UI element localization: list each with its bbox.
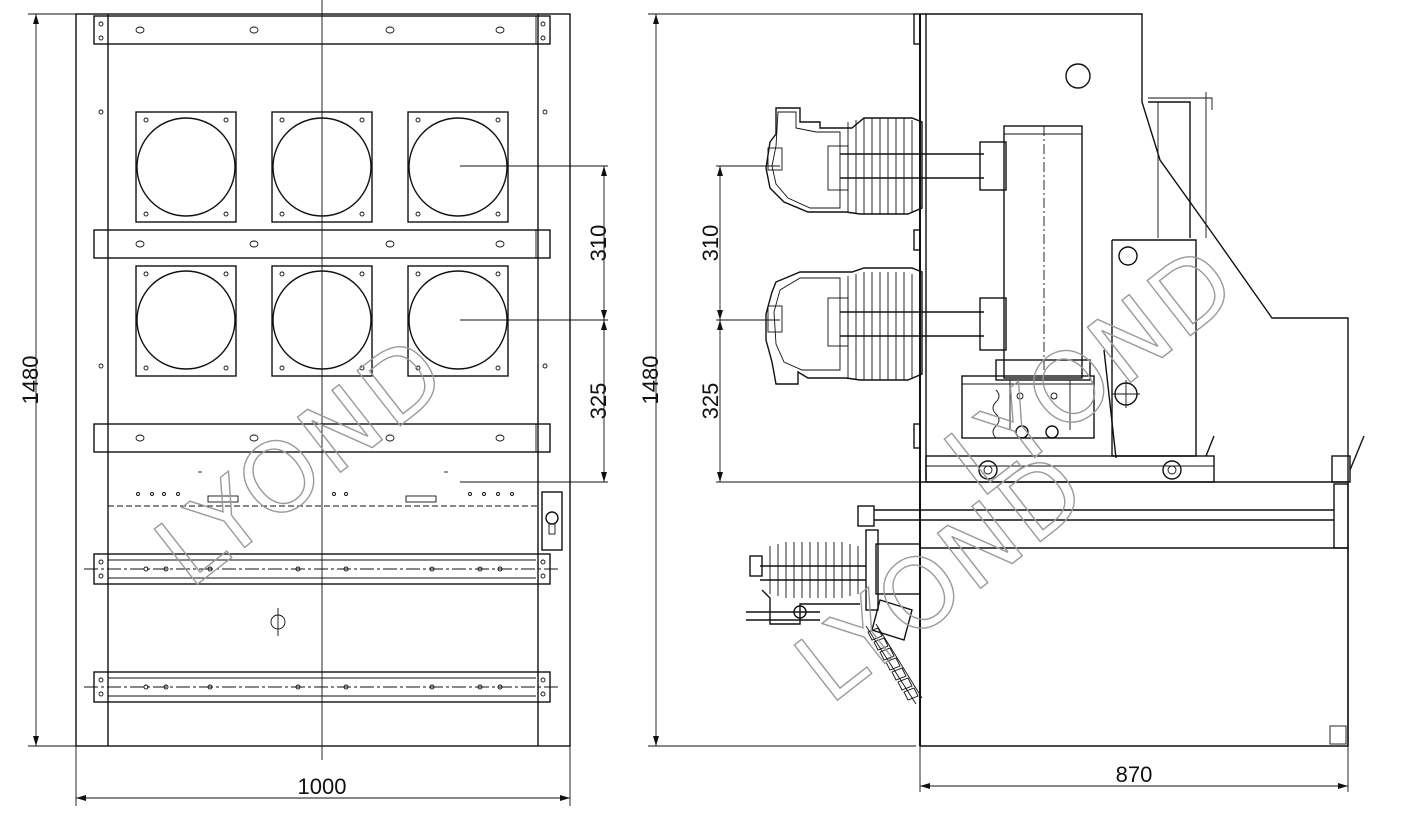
front-dim-1480: 1480 [18, 356, 43, 405]
earthing-switch [746, 529, 923, 705]
side-dim-310: 310 [698, 225, 723, 262]
side-dim-870: 870 [1116, 762, 1153, 787]
top-mounting-bar [93, 15, 551, 45]
front-vertical-dims: 310 325 [586, 166, 611, 482]
rail-lower [84, 671, 560, 703]
rail-upper [84, 553, 560, 585]
middle-mounting-bar [93, 229, 551, 259]
front-height-dim: 1480 [18, 13, 76, 747]
lower-contact-bushing [765, 267, 923, 385]
slot-details [108, 471, 538, 507]
front-width-dim: 1000 [75, 746, 571, 806]
circuit-breaker-pole [992, 125, 1091, 439]
front-cabinet-outline [75, 13, 571, 747]
upper-compartment [920, 13, 1349, 482]
upper-contact-bushing [765, 107, 923, 215]
side-dim-325: 325 [698, 383, 723, 420]
interlock-icon [270, 608, 286, 636]
front-view: 310 325 1480 1000 [18, 0, 611, 806]
front-dim-310: 310 [586, 225, 611, 262]
side-view: 1480 [638, 13, 1365, 792]
side-height-dim: 1480 [638, 13, 916, 747]
truck-chassis [925, 435, 1365, 483]
front-dim-1000: 1000 [298, 774, 347, 799]
door-lock-icon [541, 491, 563, 551]
side-dim-1480: 1480 [638, 356, 663, 405]
lower-compartment [857, 481, 1349, 747]
front-dim-325: 325 [586, 383, 611, 420]
side-depth-dim: 870 [919, 746, 1349, 792]
side-vertical-dims: 310 325 [698, 166, 723, 482]
watermark-front: LYOND [135, 313, 468, 608]
lower-mounting-bar [93, 423, 551, 453]
watermark-side-lower: LYOND [775, 429, 1108, 724]
watermark-side-upper: LYOND [925, 223, 1258, 518]
contact-arms [840, 141, 1007, 351]
bushing-plates-upper [135, 111, 509, 223]
